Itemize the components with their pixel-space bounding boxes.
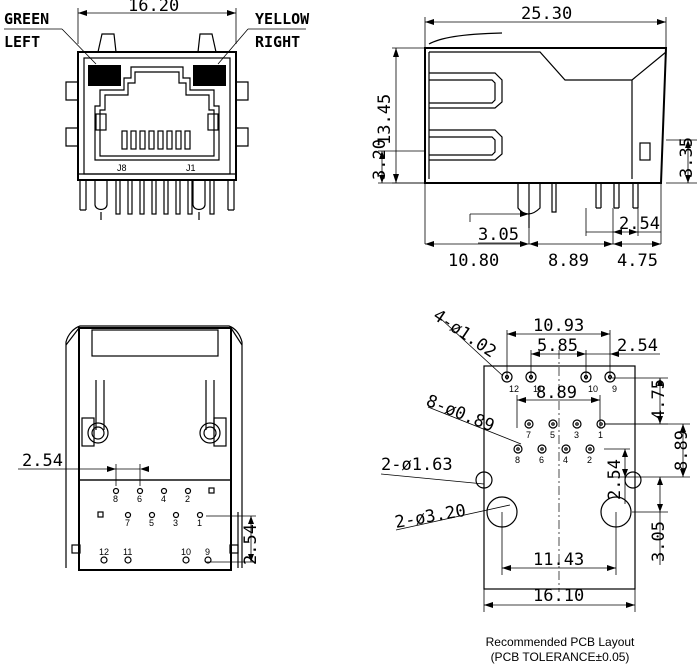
pcb-pin-3: 3 — [574, 430, 579, 440]
bottom-pin-1: 1 — [197, 518, 202, 528]
bottom-pin-12: 12 — [99, 547, 109, 557]
green-led-label: GREEN — [4, 10, 49, 28]
front-width-dim: 16.20 — [128, 0, 179, 16]
bottom-pin-6: 6 — [137, 494, 142, 504]
pcb-led-hole-callout: 4-ø1.02 — [429, 306, 500, 363]
left-side-label: LEFT — [4, 33, 40, 51]
side-rear-offset-dim: 4.75 — [617, 251, 658, 271]
pcb-post-spacing-dim: 11.43 — [533, 550, 584, 570]
side-length-dim: 25.30 — [521, 4, 572, 24]
pcb-led-span-dim: 10.93 — [533, 316, 584, 336]
pcb-caption: Recommended PCB Layout — [486, 635, 635, 649]
pin-label-j8: J8 — [117, 163, 127, 173]
side-pin-pitch-dim: 2.54 — [619, 214, 660, 234]
bottom-pitch-v-dim: 2.54 — [241, 524, 261, 565]
pcb-pin-9: 9 — [612, 384, 617, 394]
pcb-pin-8: 8 — [515, 455, 520, 465]
pcb-pin-12: 12 — [509, 384, 519, 394]
pcb-pin-row-pitch-dim: 2.54 — [605, 459, 625, 500]
yellow-led-window — [193, 65, 226, 86]
pcb-signal-span-dim: 8.89 — [536, 383, 577, 403]
bottom-pin-5: 5 — [149, 518, 154, 528]
bottom-pin-4: 4 — [161, 494, 166, 504]
bottom-pin-10: 10 — [181, 547, 191, 557]
bottom-pitch-h-dim: 2.54 — [22, 451, 63, 471]
contact-fingers — [121, 130, 191, 150]
pcb-layout: 10.93 5.85 2.54 8.89 4.75 8.89 — [380, 306, 692, 664]
pcb-holes — [475, 371, 642, 528]
pcb-small-hole-callout: 2-ø1.63 — [381, 455, 453, 475]
right-side-label: RIGHT — [255, 33, 300, 51]
pin-label-j1: J1 — [186, 163, 196, 173]
green-led-window — [88, 65, 121, 86]
pcb-pin-4: 4 — [563, 455, 568, 465]
pcb-led-pitch-dim: 2.54 — [617, 336, 658, 356]
bottom-pin-holes — [97, 487, 215, 564]
side-post-spacing-dim: 8.89 — [548, 251, 589, 271]
yellow-led-label: YELLOW — [255, 10, 310, 28]
pcb-pin-1: 1 — [598, 430, 603, 440]
pcb-pin-11: 11 — [533, 384, 542, 394]
side-right-height-dim: 3.35 — [677, 137, 697, 178]
rj45-port-opening — [94, 66, 220, 161]
front-view: 16.20 GREEN LEFT YELLOW RIGHT — [4, 0, 310, 220]
bottom-pin-8: 8 — [113, 494, 118, 504]
pcb-body-width-dim: 16.10 — [533, 586, 584, 606]
pcb-led-row-offset-dim: 4.75 — [649, 379, 669, 420]
pcb-pin-2: 2 — [587, 455, 592, 465]
pcb-footprint-outline — [483, 365, 636, 590]
side-view: 25.30 13.45 3.20 — [370, 4, 697, 271]
pcb-led-pair-dim: 5.85 — [537, 336, 578, 356]
pcb-pin-5: 5 — [550, 430, 555, 440]
bottom-view: 2.54 2.54 8 6 4 2 7 5 3 — [18, 325, 261, 571]
bottom-pin-7: 7 — [125, 518, 130, 528]
pcb-pin-6: 6 — [539, 455, 544, 465]
bottom-pin-9: 9 — [205, 547, 210, 557]
side-post-offset-dim: 3.05 — [478, 225, 519, 245]
pcb-post-row-dim: 3.05 — [649, 521, 669, 562]
pcb-tolerance-note: (PCB TOLERANCE±0.05) — [491, 650, 630, 664]
bottom-pin-11: 11 — [123, 547, 132, 557]
pcb-pin-7: 7 — [526, 430, 531, 440]
side-front-to-post-dim: 10.80 — [448, 251, 499, 271]
side-height-dim: 13.45 — [375, 94, 395, 145]
pcb-vertical-span-dim: 8.89 — [672, 430, 692, 471]
side-standoff-dim: 3.20 — [370, 139, 390, 180]
bottom-pin-2: 2 — [185, 494, 190, 504]
pcb-pin-10: 10 — [588, 384, 598, 394]
bottom-pin-3: 3 — [173, 518, 178, 528]
front-signal-pins — [115, 179, 215, 215]
